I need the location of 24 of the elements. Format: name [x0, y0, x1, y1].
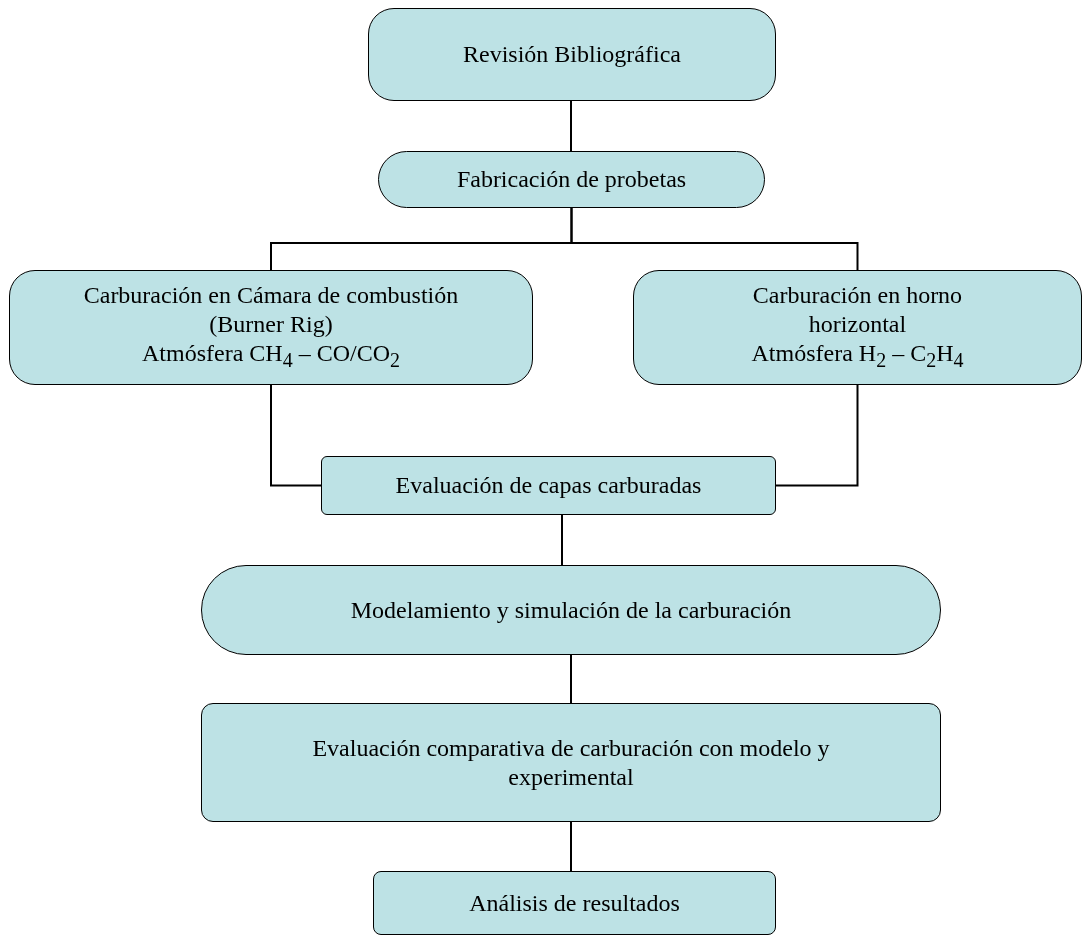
connector-line [570, 821, 572, 872]
process-box [633, 270, 1082, 385]
node-label: Evaluación de capas carburadas [395, 471, 702, 500]
node-label: Revisión Bibliográfica [463, 40, 681, 69]
node-label: Modelamiento y simulación de la carburación [350, 595, 792, 625]
node-label: Evaluación comparativa de carburación con modelo y experimental [311, 733, 831, 792]
node-label: Carburación en horno horizontal [751, 280, 964, 339]
connector-line [775, 384, 859, 487]
connector-line [561, 514, 563, 566]
process-box [9, 270, 533, 385]
node-label: Análisis de resultados [469, 888, 680, 918]
connector-line [570, 207, 859, 271]
process-box [378, 151, 765, 208]
process-box [201, 703, 941, 822]
process-box [321, 456, 776, 515]
process-box [373, 871, 776, 935]
connector-line [570, 654, 572, 704]
connector-line [270, 384, 322, 487]
node-label: Fabricación de probetas [456, 165, 687, 194]
node-label: Atmósfera CH$_{4}$ – CO/CO$_{2}$ [142, 338, 400, 373]
connector-line [570, 100, 572, 152]
node-label: Atmósfera H$_{2}$ – C$_{2}$H$_{4}$ [751, 338, 964, 373]
process-box [368, 8, 776, 101]
node-label: Carburación en Cámara de combustión (Burner Rig) [82, 280, 460, 339]
